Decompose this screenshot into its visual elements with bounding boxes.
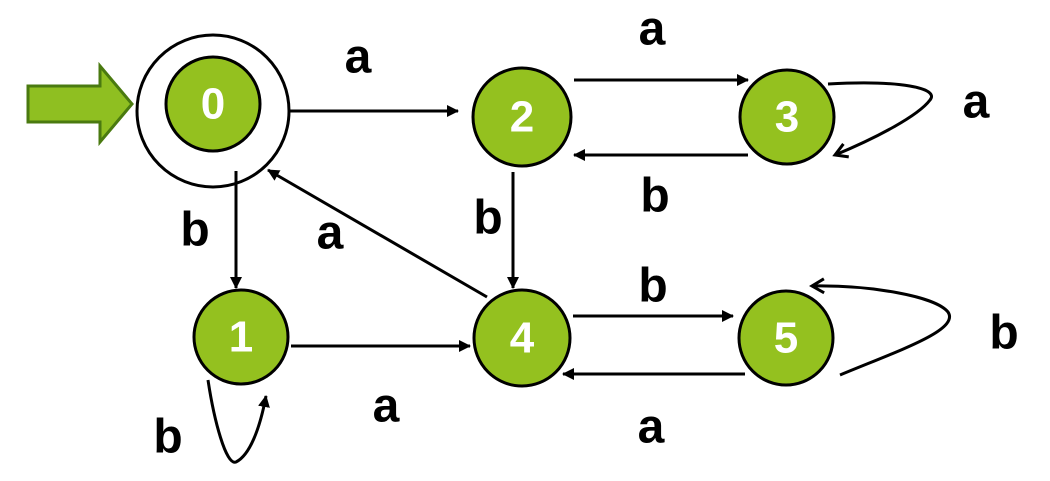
label-5-5: b	[989, 307, 1018, 360]
state-1-label: 1	[229, 313, 253, 362]
edge-4-0	[267, 168, 488, 299]
state-0-label: 0	[201, 80, 225, 129]
label-4-0: a	[317, 207, 344, 260]
state-3-label: 3	[775, 93, 799, 142]
label-1-1: b	[153, 411, 182, 464]
state-2: 2	[471, 66, 573, 168]
label-2-4: b	[473, 192, 502, 245]
state-3: 3	[738, 68, 836, 166]
edge-5-5-loop	[809, 277, 951, 377]
label-3-3: a	[963, 76, 990, 129]
label-4-5: b	[638, 260, 667, 313]
state-5: 5	[737, 289, 835, 387]
label-0-2: a	[345, 31, 372, 84]
state-4: 4	[472, 288, 572, 388]
state-1: 1	[192, 288, 290, 386]
state-5-label: 5	[774, 314, 798, 363]
label-5-4: a	[638, 401, 665, 454]
state-0: 0	[164, 55, 262, 153]
label-1-4: a	[373, 380, 400, 433]
label-2-3: a	[639, 3, 666, 56]
edge-3-3-loop	[827, 81, 933, 159]
label-3-2: b	[640, 170, 669, 223]
start-arrow	[26, 61, 134, 147]
state-2-label: 2	[510, 93, 534, 142]
state-4-label: 4	[510, 314, 535, 363]
label-0-1: b	[180, 204, 209, 257]
edge-1-1-loop	[206, 379, 270, 464]
